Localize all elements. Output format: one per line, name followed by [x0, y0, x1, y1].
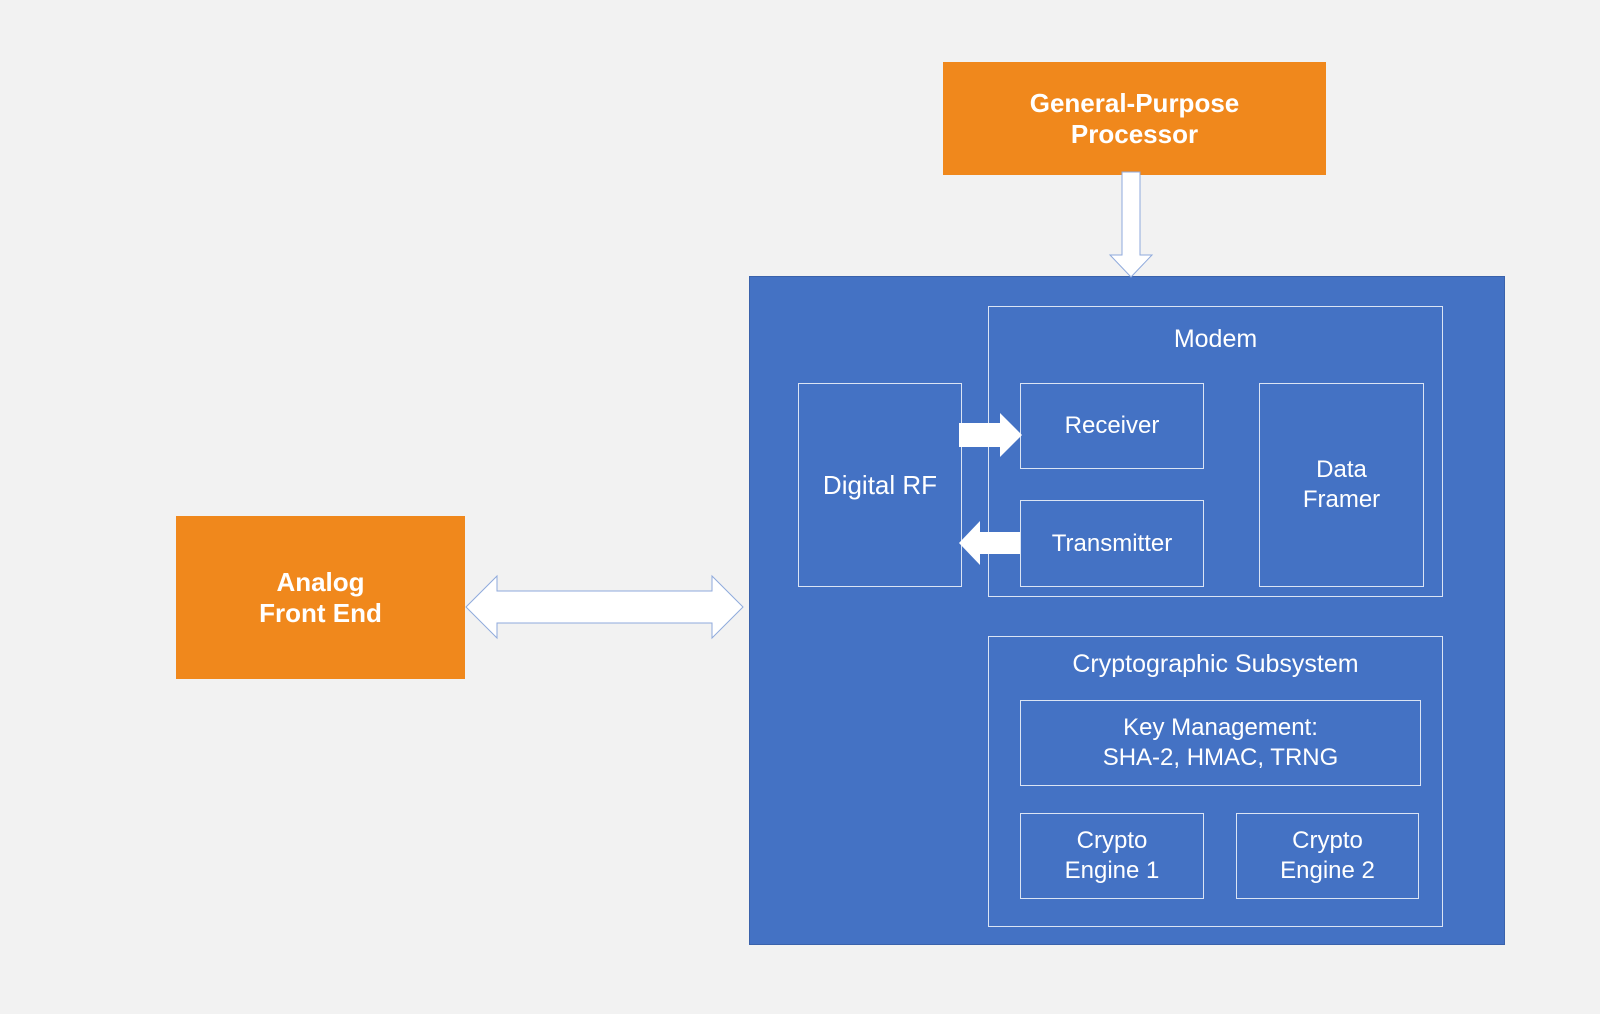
soc-block — [749, 276, 1505, 945]
general-purpose-processor-block: General-Purpose Processor — [943, 62, 1326, 175]
receiver-arrow — [959, 413, 1022, 457]
transmitter-arrow — [959, 521, 1020, 565]
data-framer-block: Data Framer — [1259, 383, 1424, 587]
transmitter-block: Transmitter — [1020, 500, 1204, 587]
processor-down-arrow — [1108, 171, 1154, 278]
crypto-subsystem-title: Cryptographic Subsystem — [1072, 650, 1359, 678]
key-management-block: Key Management: SHA-2, HMAC, TRNG — [1020, 700, 1421, 786]
analog-front-end-block: Analog Front End — [176, 516, 465, 679]
crypto-engine-2-block: Crypto Engine 2 — [1236, 813, 1419, 899]
digital-rf-block: Digital RF — [798, 383, 962, 587]
modem-container — [988, 306, 1443, 597]
analog-soc-double-arrow — [465, 574, 744, 640]
modem-title: Modem — [1173, 325, 1258, 353]
crypto-engine-1-block: Crypto Engine 1 — [1020, 813, 1204, 899]
receiver-block: Receiver — [1020, 383, 1204, 469]
crypto-subsystem-container — [988, 636, 1443, 927]
